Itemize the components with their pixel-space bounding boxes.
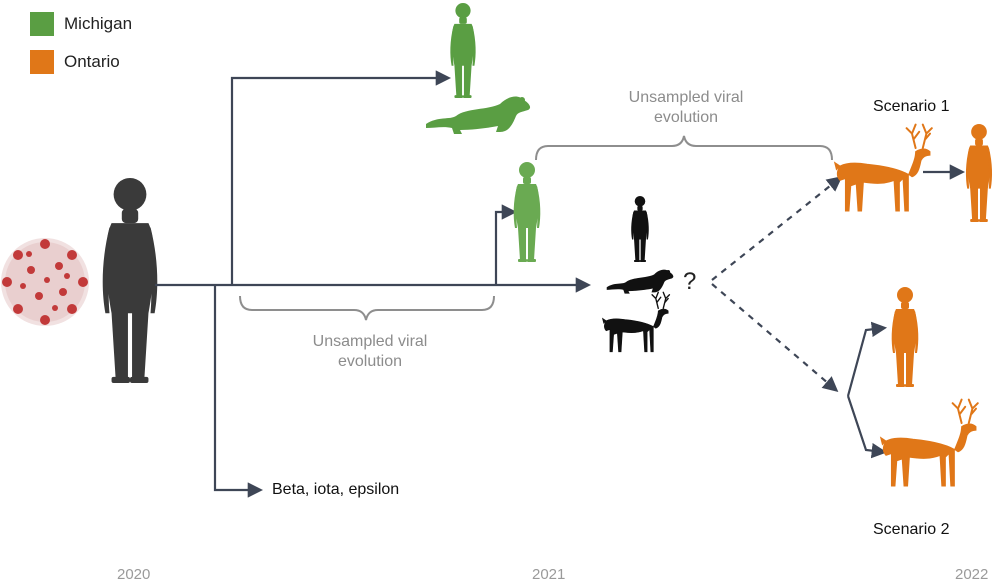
legend-swatch-ontario — [30, 50, 54, 74]
mink-icon — [606, 269, 674, 294]
human-icon — [631, 196, 649, 262]
lineage-lines — [155, 70, 966, 498]
note-line: Unsampled viral — [312, 333, 428, 350]
scenario-2-label: Scenario 2 — [873, 521, 950, 538]
note-line: Unsampled viral — [628, 89, 744, 106]
legend-michigan: Michigan — [30, 12, 132, 36]
note-line: evolution — [337, 353, 403, 370]
virus-icon — [1, 238, 89, 326]
year-2020: 2020 — [117, 566, 151, 583]
human-icon — [102, 178, 158, 383]
year-2022: 2022 — [955, 566, 989, 583]
scenario-1-label: Scenario 1 — [873, 98, 950, 115]
unknown-source-mark: ? — [683, 268, 697, 295]
scenario-arrows — [711, 176, 888, 459]
lineages-label: Beta, iota, epsilon — [272, 481, 400, 498]
legend-swatch-michigan — [30, 12, 54, 36]
deer-icon — [833, 123, 933, 212]
deer-icon — [879, 398, 979, 487]
human-icon — [965, 124, 993, 222]
human-icon — [513, 162, 541, 262]
mink-icon — [426, 96, 531, 134]
legend-label-michigan: Michigan — [64, 14, 133, 33]
brace-bottom — [239, 295, 495, 321]
deer-icon — [601, 291, 671, 353]
human-icon — [450, 2, 476, 99]
brace-top — [535, 135, 833, 161]
unsampled-evolution-bottom: Unsampled viral evolution — [290, 332, 450, 372]
legend-ontario: Ontario — [30, 50, 120, 74]
note-line: evolution — [653, 109, 719, 126]
human-icon — [891, 287, 919, 387]
year-2021: 2021 — [532, 566, 566, 583]
unsampled-evolution-top: Unsampled viral evolution — [606, 88, 766, 128]
legend-label-ontario: Ontario — [64, 52, 120, 71]
